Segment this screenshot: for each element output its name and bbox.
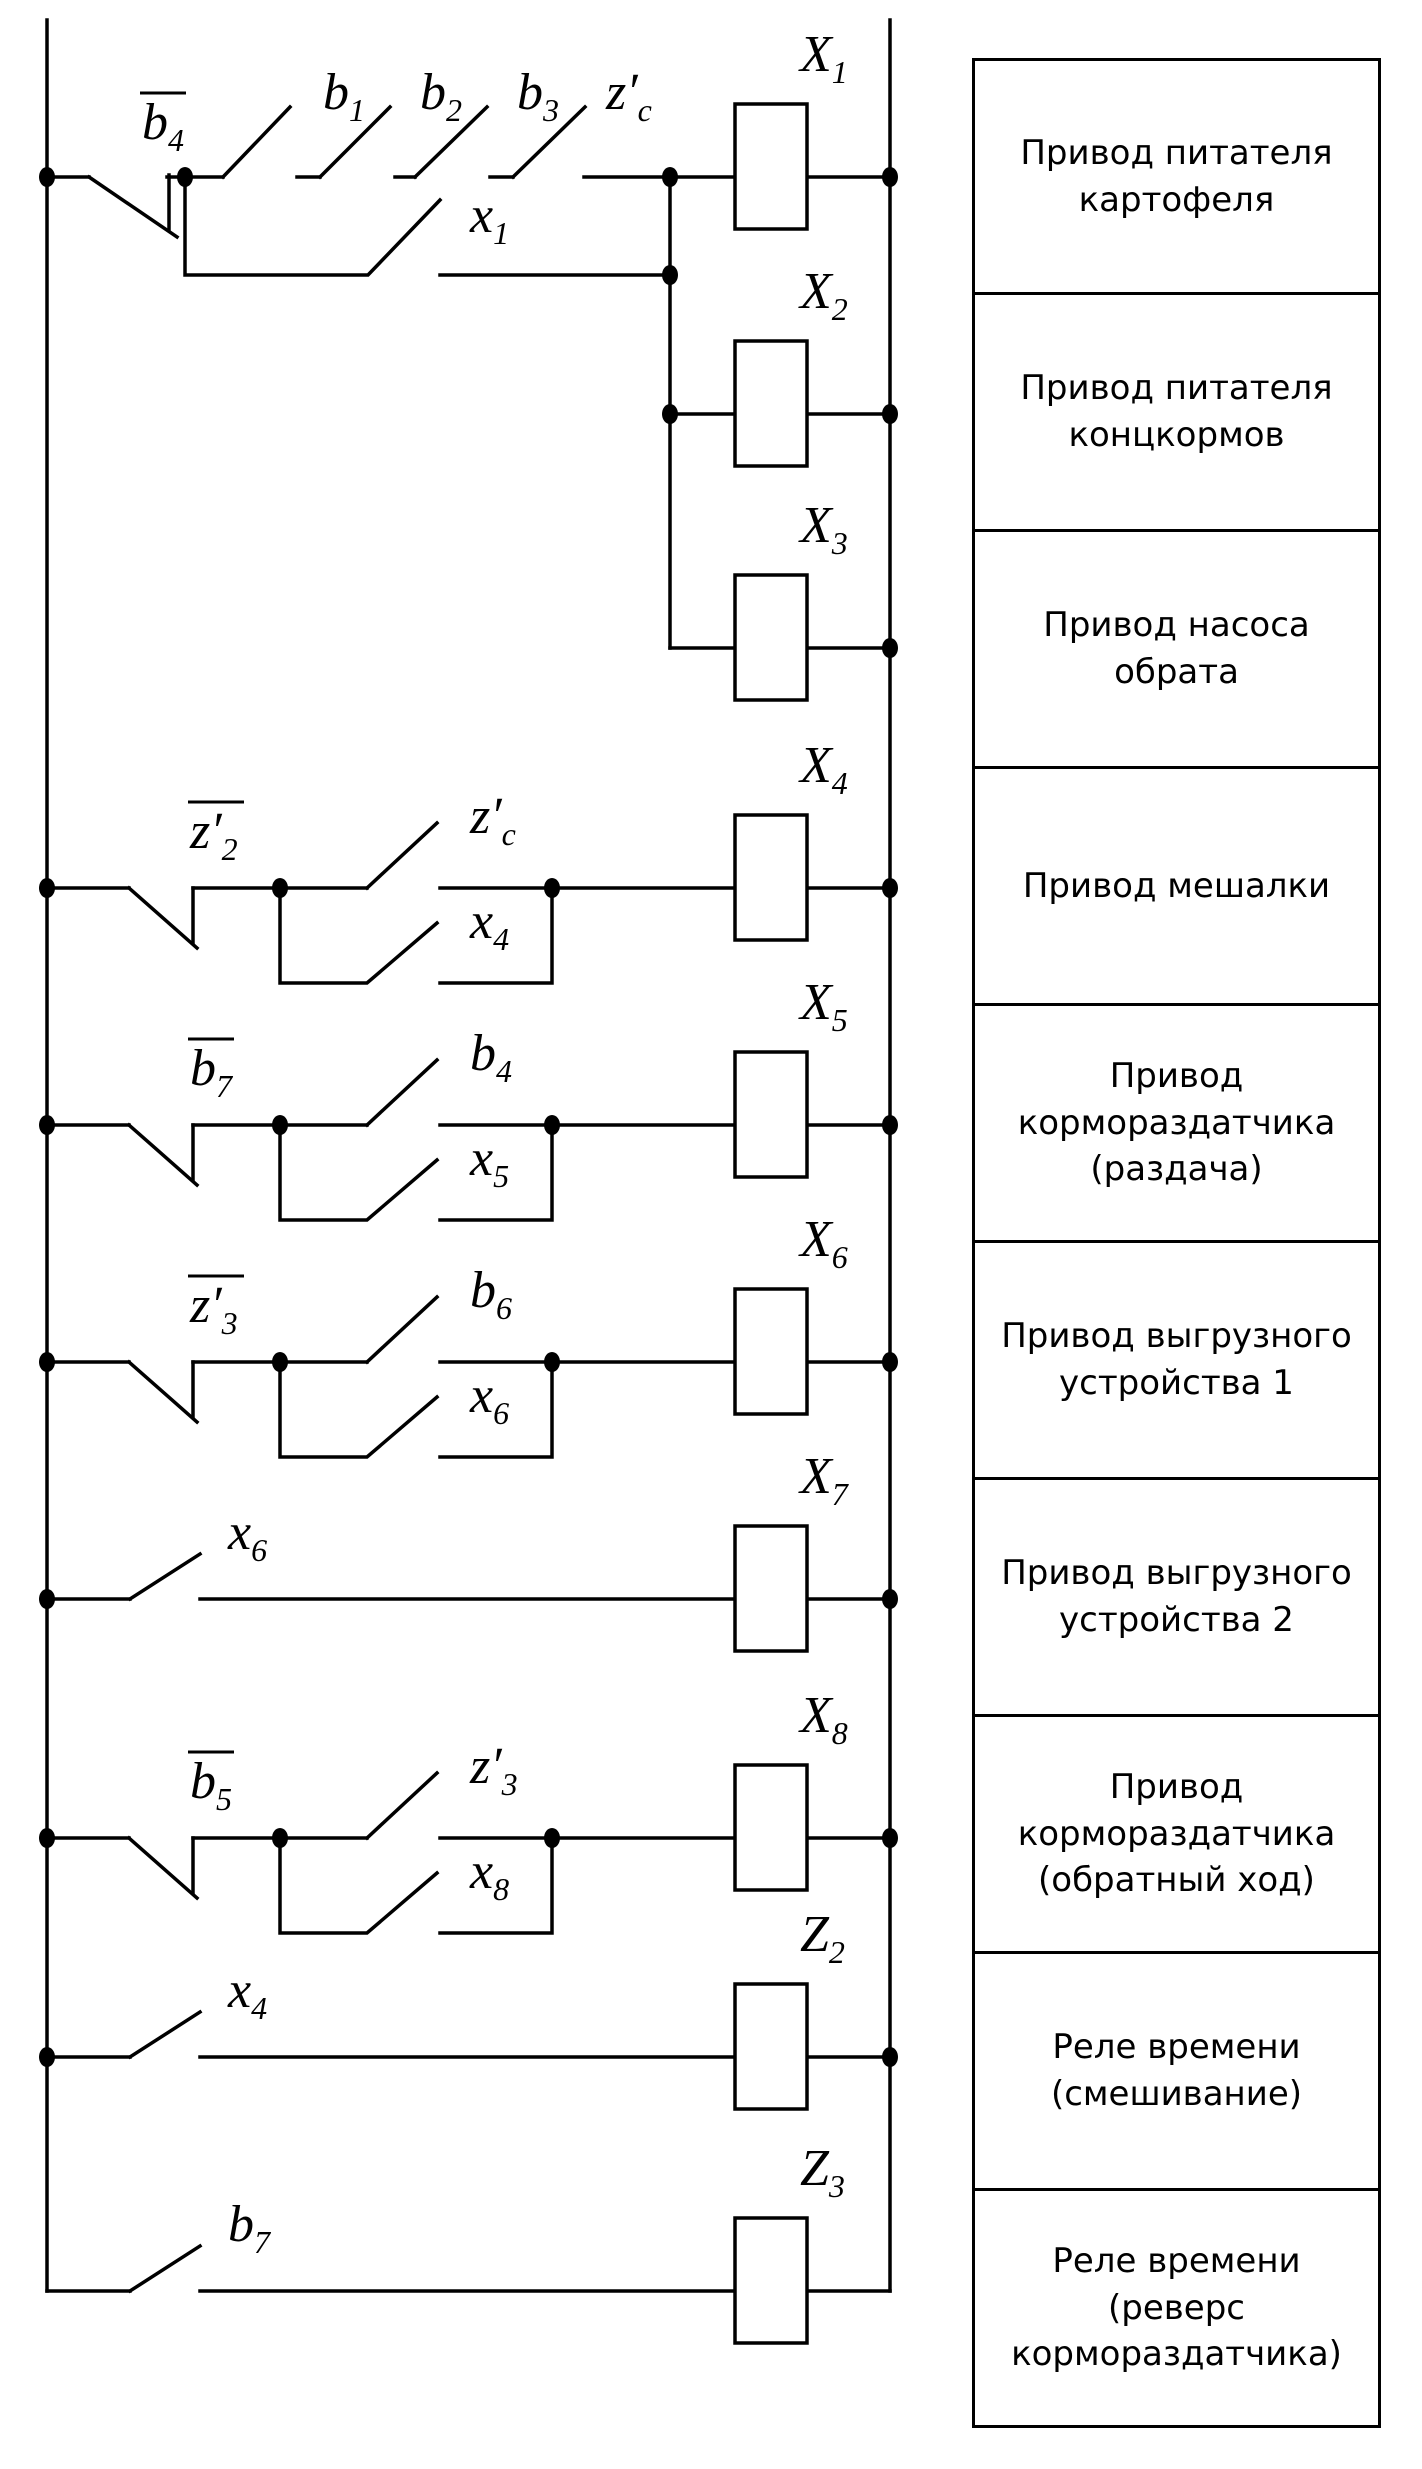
contact-label: z′3 (189, 1277, 238, 1341)
contact-no-blade (364, 1294, 440, 1365)
contact-no-blade (364, 1057, 440, 1128)
coil-label: X6 (798, 1211, 848, 1275)
self-hold-branch (438, 886, 554, 985)
coil-x6 (733, 1287, 809, 1416)
contact-no-blade (510, 104, 588, 180)
self-hold-branch (183, 175, 443, 277)
legend-cell: Привод питателя картофеля (972, 58, 1381, 295)
junction-dot (882, 638, 898, 658)
contact-label: x5 (469, 1130, 509, 1194)
contact-label: b2 (420, 64, 462, 128)
legend-cell: Привод насоса обрата (972, 532, 1381, 769)
junction-dot (882, 404, 898, 424)
contact-label: z′3 (469, 1738, 518, 1802)
contact-label: z′2 (189, 803, 238, 867)
self-hold-branch (278, 1360, 440, 1459)
contact-nc-blade (126, 1122, 200, 1188)
coil-label: X3 (798, 497, 848, 561)
self-hold-branch (278, 1123, 440, 1222)
contact-label: b4 (142, 94, 184, 158)
coil-label: X7 (798, 1448, 850, 1512)
legend-cell: Привод выгрузного устройства 2 (972, 1480, 1381, 1717)
contact-label: x4 (469, 893, 509, 957)
contact-no-blade (127, 1551, 203, 1602)
junction-dot (882, 878, 898, 898)
coil-label: Z3 (800, 2140, 845, 2204)
coil-x8 (733, 1763, 809, 1892)
contact-label: x1 (469, 187, 509, 251)
contact-no-blade (317, 104, 393, 180)
coil-z3 (733, 2216, 809, 2345)
coil-label: X2 (798, 263, 848, 327)
coil-x1 (733, 102, 809, 231)
contact-nc-blade (126, 1835, 200, 1901)
self-hold-branch (438, 1836, 554, 1935)
coil-label: Z2 (800, 1906, 845, 1970)
self-hold-branch (278, 886, 440, 985)
contact-label: b7 (228, 2196, 272, 2260)
self-hold-branch (278, 1836, 440, 1935)
legend-cell: Привод питателя концкормов (972, 295, 1381, 532)
contact-label: b5 (190, 1753, 232, 1817)
contact-no-blade (127, 2009, 203, 2060)
coil-label: X8 (798, 1687, 848, 1751)
contact-no-blade (412, 104, 490, 180)
legend-cell: Привод кормораздатчика (обратный ход) (972, 1717, 1381, 1954)
junction-dot (882, 1352, 898, 1372)
legend-cell: Привод кормораздатчика (раздача) (972, 1006, 1381, 1243)
contact-label: b7 (190, 1040, 234, 1104)
self-hold-branch (438, 1123, 554, 1222)
coil-label: X5 (798, 974, 848, 1038)
contact-no-blade (364, 820, 440, 891)
junction-dot (882, 1115, 898, 1135)
contact-nc-blade (86, 174, 180, 240)
legend-cell: Привод выгрузного устройства 1 (972, 1243, 1381, 1480)
coil-x3 (733, 573, 809, 702)
coil-x2 (733, 339, 809, 468)
coil-x5 (733, 1050, 809, 1179)
contact-label: b1 (323, 64, 365, 128)
coil-label: X4 (798, 737, 848, 801)
contact-label: x8 (469, 1843, 509, 1907)
self-hold-branch (438, 1360, 554, 1459)
junction-dot (882, 2047, 898, 2067)
contact-label: z′c (605, 64, 652, 128)
contact-no-blade (220, 104, 293, 180)
legend-cell: Привод мешалки (972, 769, 1381, 1006)
contact-label: b3 (517, 64, 559, 128)
contact-label: x4 (227, 1962, 267, 2026)
legend-cell: Реле времени (смешивание) (972, 1954, 1381, 2191)
contact-label: b6 (470, 1262, 512, 1326)
coil-x4 (733, 813, 809, 942)
coil-z2 (733, 1982, 809, 2111)
legend-cell: Реле времени (реверс кормораздатчика) (972, 2191, 1381, 2428)
contact-no-blade (364, 1770, 440, 1841)
junction-dot (882, 167, 898, 187)
coil-label: X1 (798, 26, 848, 90)
junction-dot (882, 1589, 898, 1609)
contact-label: b4 (470, 1025, 512, 1089)
contact-nc-blade (126, 1359, 200, 1425)
contact-no-blade (127, 2243, 203, 2294)
junction-dot (882, 1828, 898, 1848)
contact-label: x6 (227, 1504, 267, 1568)
contact-label: x6 (469, 1367, 509, 1431)
contact-label: z′c (469, 788, 516, 852)
contact-nc-blade (126, 885, 200, 951)
coil-x7 (733, 1524, 809, 1653)
